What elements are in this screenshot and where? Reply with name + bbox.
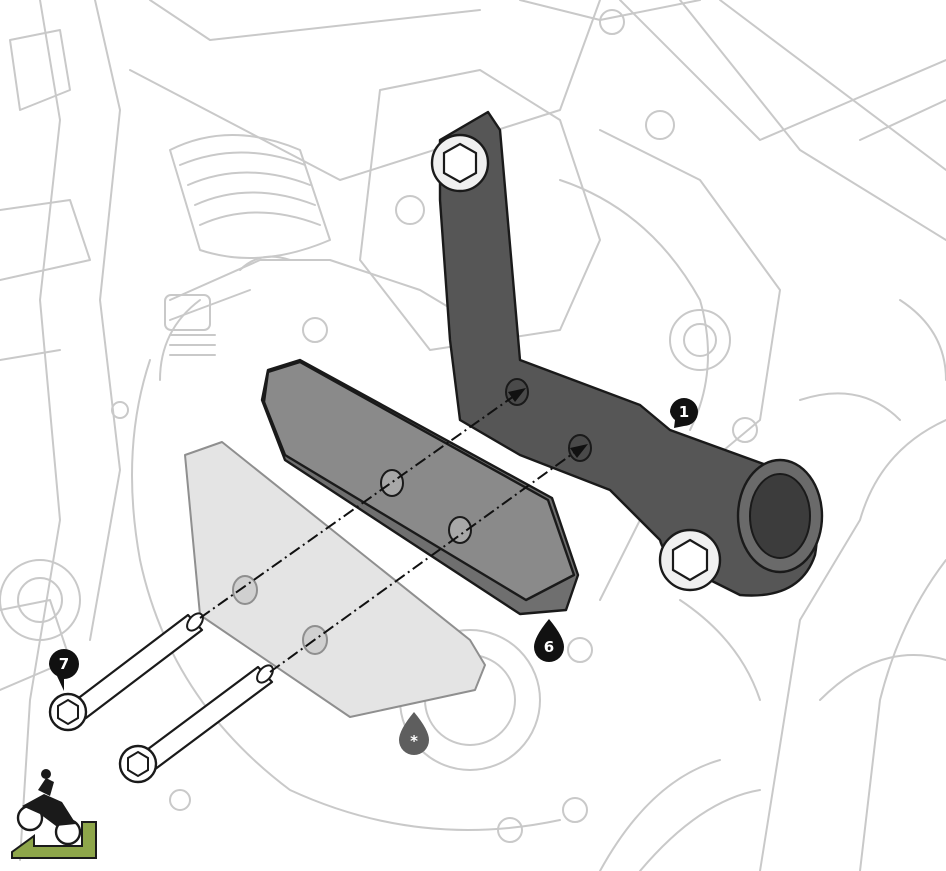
motorcycle-rider-icon bbox=[11, 769, 97, 859]
bracket-bottom-bolt bbox=[658, 528, 722, 592]
mounting-bracket bbox=[430, 110, 824, 597]
svg-text:*: * bbox=[410, 732, 418, 750]
bracket-top-bolt bbox=[430, 133, 490, 193]
assembly-axis-upper bbox=[199, 395, 515, 619]
svg-text:1: 1 bbox=[679, 403, 689, 421]
axis-arrowhead-upper bbox=[508, 388, 526, 402]
slider-plate bbox=[260, 358, 580, 616]
assembly-axis-lower bbox=[269, 451, 576, 673]
callout-1: 1 bbox=[670, 398, 698, 428]
callout-asterisk: * bbox=[399, 712, 429, 755]
axis-arrowhead-lower bbox=[570, 444, 588, 458]
callout-6: 6 bbox=[534, 619, 564, 662]
slider-plate-face bbox=[262, 360, 576, 602]
callout-7: 7 bbox=[49, 649, 79, 691]
long-bolt-lower bbox=[118, 664, 274, 784]
assembly-axes bbox=[199, 388, 588, 673]
cover-plate-body bbox=[184, 441, 486, 718]
long-bolt-upper bbox=[48, 612, 204, 732]
svg-text:6: 6 bbox=[544, 638, 554, 656]
svg-text:7: 7 bbox=[59, 655, 69, 673]
